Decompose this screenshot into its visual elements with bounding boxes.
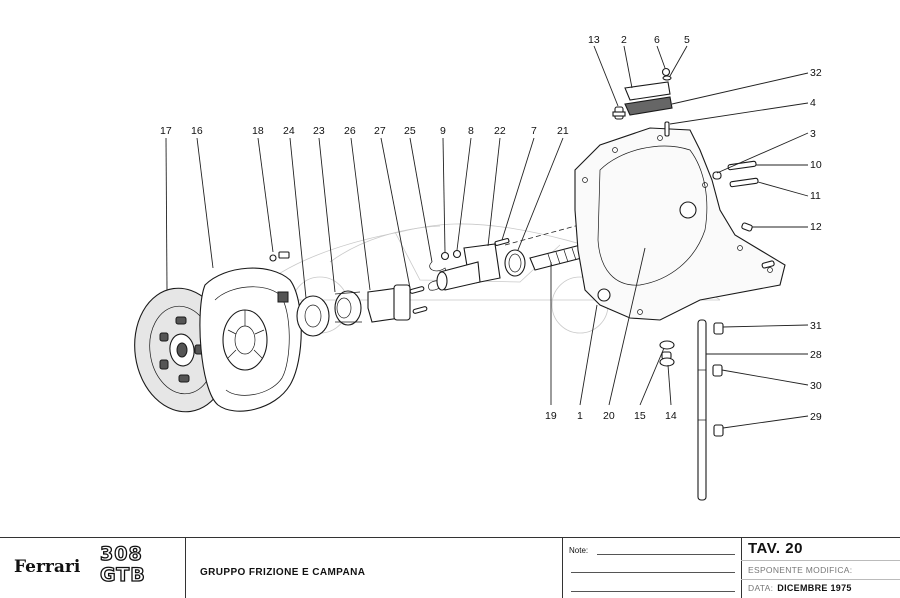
- callout-28: 28: [810, 349, 822, 361]
- note-line: [571, 572, 735, 573]
- part-bushing-29: [713, 424, 724, 437]
- part-bearing-sleeve: [334, 290, 362, 326]
- callout-14: 14: [665, 410, 677, 422]
- callout-23: 23: [313, 125, 325, 137]
- exploded-parts-diagram: 17 16 18 24 23 26 27 25 9 8 22 7 21 13 2…: [134, 34, 822, 501]
- callout-7: 7: [531, 125, 537, 137]
- part-nut-washer: [440, 249, 462, 261]
- callout-26: 26: [344, 125, 356, 137]
- part-stud-4: [664, 121, 670, 137]
- group-title: GRUPPO FRIZIONE E CAMPANA: [200, 567, 366, 578]
- callout-18: 18: [252, 125, 264, 137]
- part-bell-housing: [574, 127, 786, 321]
- callout-32: 32: [810, 67, 822, 79]
- callout-13: 13: [588, 34, 600, 46]
- part-stud-10: [727, 160, 757, 171]
- callout-2: 2: [621, 34, 627, 46]
- part-dowel: [712, 171, 722, 180]
- part-stud-11: [729, 177, 759, 188]
- part-oil-seal: [504, 249, 526, 277]
- callout-6: 6: [654, 34, 660, 46]
- date-row: DATA:DICEMBRE 1975: [748, 583, 852, 593]
- callout-4: 4: [810, 97, 816, 109]
- part-drain-plug: [659, 351, 675, 367]
- title-block: Ferrari 308 GTB GRUPPO FRIZIONE E CAMPAN…: [0, 537, 900, 598]
- note-label: Note:: [569, 546, 589, 555]
- callout-29: 29: [810, 411, 822, 423]
- date-value: DICEMBRE 1975: [777, 583, 852, 593]
- part-fork-shaft: [697, 319, 707, 501]
- callout-24: 24: [283, 125, 295, 137]
- info-cell: TAV. 20 ESPONENTE MODIFICA: DATA:DICEMBR…: [741, 538, 900, 598]
- callout-25: 25: [404, 125, 416, 137]
- model-number: 308: [99, 543, 143, 565]
- notes-cell: Note:: [562, 538, 742, 598]
- callout-30: 30: [810, 380, 822, 392]
- part-pressure-plate: [199, 267, 302, 412]
- separator: [741, 560, 900, 561]
- separator: [741, 579, 900, 580]
- callout-labels: 17 16 18 24 23 26 27 25 9 8 22 7 21 13 2…: [160, 34, 822, 423]
- callout-27: 27: [374, 125, 386, 137]
- callout-19: 19: [545, 410, 557, 422]
- part-pins: [409, 286, 428, 314]
- part-bolt-washer: [269, 251, 290, 262]
- callout-5: 5: [684, 34, 690, 46]
- part-gasket: [624, 96, 673, 116]
- ferrari-logo: Ferrari: [14, 557, 81, 577]
- callout-11: 11: [810, 190, 821, 202]
- part-bushing-31: [713, 322, 724, 335]
- date-label: DATA:: [748, 583, 774, 593]
- part-nut-washer-top: [661, 67, 672, 81]
- note-line: [597, 554, 735, 555]
- part-cover-plate: [624, 81, 671, 101]
- part-bushing-30: [712, 364, 723, 377]
- modification-label: ESPONENTE MODIFICA:: [748, 565, 853, 575]
- part-stud-7: [494, 238, 510, 246]
- callout-8: 8: [468, 125, 474, 137]
- part-plug-12: [741, 222, 753, 232]
- callout-1: 1: [577, 410, 583, 422]
- callout-21: 21: [557, 125, 569, 137]
- model-name: GTB: [99, 564, 146, 586]
- part-release-fork: [367, 284, 411, 323]
- part-guide-sleeve: [436, 243, 501, 291]
- callout-3: 3: [810, 128, 816, 140]
- callout-15: 15: [634, 410, 646, 422]
- callout-10: 10: [810, 159, 822, 171]
- callout-17: 17: [160, 125, 172, 137]
- callout-20: 20: [603, 410, 615, 422]
- note-line: [571, 591, 735, 592]
- leader-lines: [165, 45, 809, 429]
- callout-12: 12: [810, 221, 822, 233]
- part-release-bearing: [296, 295, 330, 337]
- part-breather: [612, 106, 626, 120]
- callout-9: 9: [440, 125, 446, 137]
- callout-16: 16: [191, 125, 203, 137]
- callout-31: 31: [810, 320, 822, 332]
- logo-cell: Ferrari 308 GTB: [0, 538, 186, 598]
- callout-22: 22: [494, 125, 506, 137]
- table-number: TAV. 20: [748, 540, 803, 557]
- part-sealing-washer: [659, 340, 675, 350]
